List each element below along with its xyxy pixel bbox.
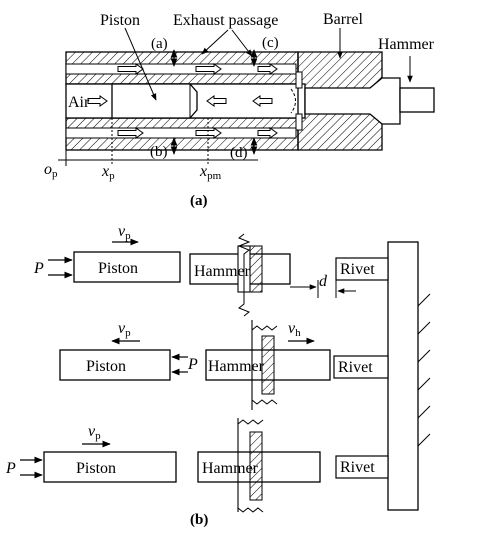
rivet-label-2: Rivet (338, 359, 373, 376)
flow-arrows-bottom (117, 127, 278, 139)
part-b-support (387, 241, 431, 511)
rivet-label-3: Rivet (340, 459, 375, 476)
vh-label: vh (288, 320, 301, 339)
vp-label-2: vp (118, 320, 131, 339)
vp-label-1: vp (118, 223, 131, 242)
rivet-block-2 (333, 355, 389, 379)
spring-1 (237, 233, 251, 317)
spring-2 (251, 325, 278, 405)
hammer-shank (399, 87, 435, 113)
port-a-label: (a) (151, 36, 168, 52)
port-d-label: (d) (230, 145, 248, 161)
part-a-cylinder (58, 27, 435, 166)
hammer-label-3: Hammer (202, 460, 259, 477)
hammer-flange-2 (261, 335, 275, 395)
row-2: Piston vp P Hammer vh Rivet (59, 320, 389, 410)
port-b-label: (b) (150, 144, 168, 160)
port-c-label: (c) (262, 35, 279, 51)
piston-label-3: Piston (76, 460, 116, 477)
row-3: Piston P vp Hammer Rivet (5, 418, 389, 513)
rivet-block-1 (335, 257, 389, 281)
exhaust-passage-bottom (65, 127, 297, 139)
piston-block-3 (43, 451, 177, 483)
hammer-body (304, 77, 401, 125)
piston-label-1: Piston (98, 260, 138, 277)
flow-arrows-top (117, 63, 278, 75)
hammer-flange-3 (249, 431, 263, 501)
vp-label-3: vp (88, 423, 101, 442)
barrel-label: Barrel (323, 11, 364, 28)
rivet-support-plate (387, 241, 419, 511)
caption-b: (b) (190, 512, 208, 528)
exhaust-passage-top (65, 63, 297, 75)
spring-3 (237, 419, 264, 513)
piston-block-1 (73, 251, 181, 283)
flow-arrows-bore (87, 95, 273, 107)
xpm-label: xpm (199, 163, 222, 182)
force-label-1: P (33, 260, 44, 277)
xp-label: xp (101, 163, 115, 182)
exhaust-leader-2 (231, 29, 253, 57)
piston-label: Piston (100, 12, 140, 29)
exhaust-passage-label: Exhaust passage (173, 12, 278, 29)
force-label-3: P (5, 460, 16, 477)
axis-origin-label: op (44, 161, 58, 180)
hammer-label-a: Hammer (378, 36, 435, 53)
caption-a: (a) (190, 193, 208, 209)
gap-d-label: d (319, 273, 328, 290)
row-1: Piston P vp Hammer Rivet d (33, 223, 389, 317)
air-label: Air (68, 94, 90, 111)
hammer-label-1: Hammer (194, 263, 251, 280)
piston-body (111, 83, 198, 119)
exhaust-leader-1 (201, 29, 229, 55)
rivet-label-1: Rivet (340, 261, 375, 278)
force-label-2: P (187, 356, 198, 373)
piston-block-2 (59, 349, 171, 381)
piston-label-2: Piston (86, 358, 126, 375)
hammer-label-2: Hammer (208, 358, 265, 375)
rivet-block-3 (335, 455, 389, 479)
piston-leader (124, 27, 157, 101)
